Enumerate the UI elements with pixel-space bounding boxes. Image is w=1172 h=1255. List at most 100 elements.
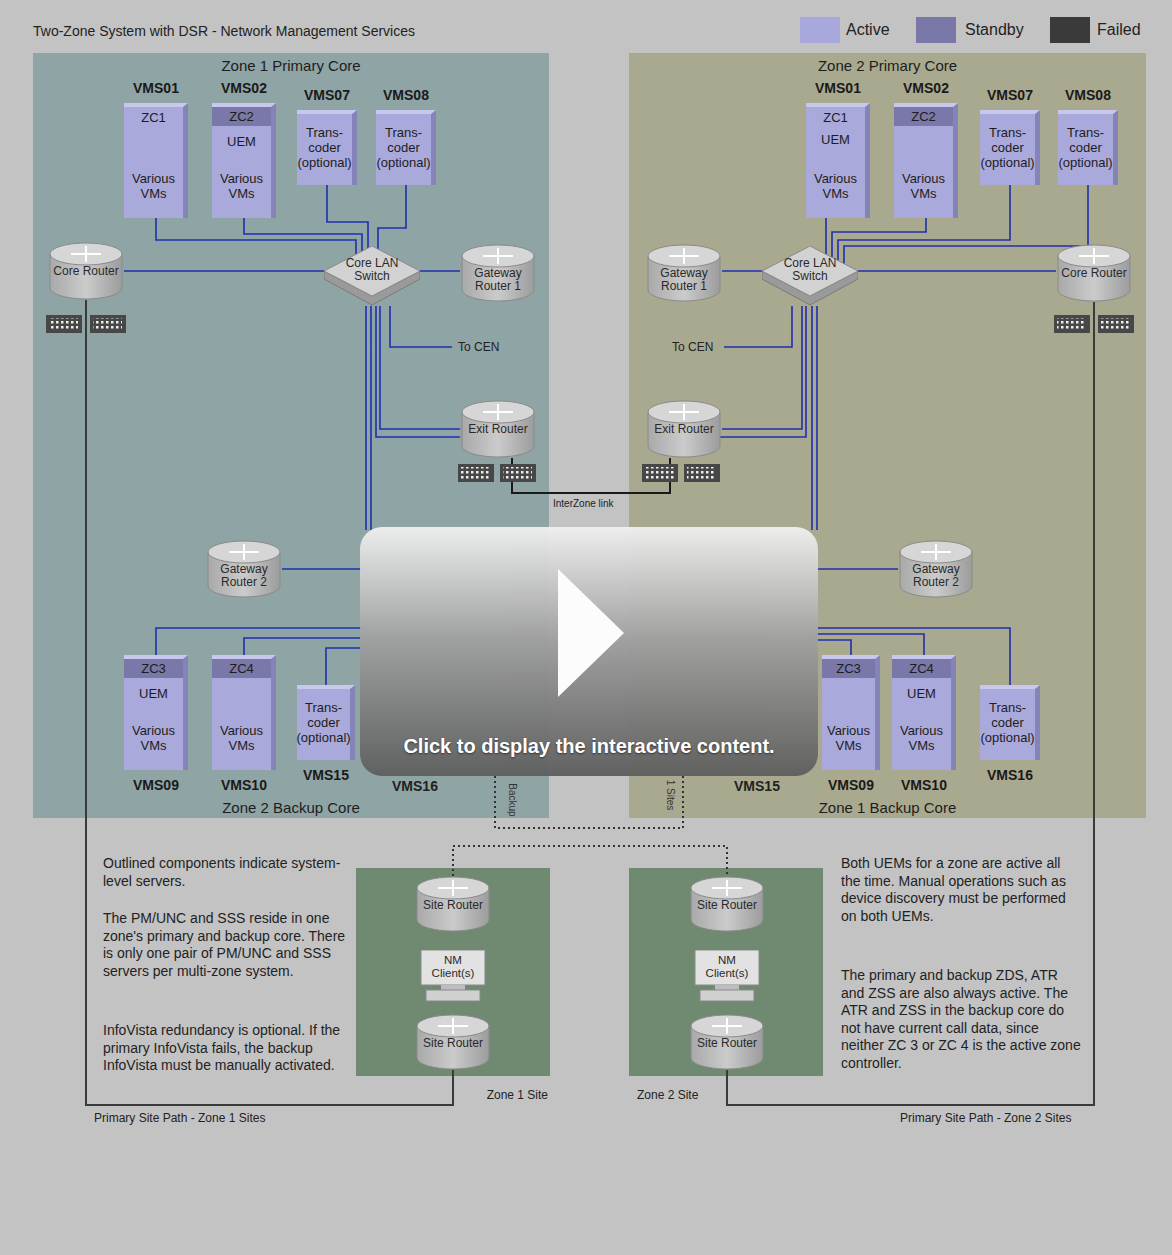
- connector: [244, 218, 362, 251]
- drawn-path: [921, 544, 951, 560]
- server-label: ZC4: [212, 659, 271, 678]
- server-label: UEM: [139, 686, 168, 701]
- legend-text: Failed: [1097, 21, 1141, 39]
- connector: [832, 218, 926, 258]
- drawn-rect: [700, 990, 754, 1001]
- server-face: Trans- coder (optional): [980, 685, 1040, 760]
- drawn-ellipse: [648, 401, 720, 423]
- drawn-ellipse: [648, 245, 720, 267]
- server-label: ZC4: [892, 659, 951, 678]
- label-text: To CEN: [672, 340, 713, 355]
- rtr-label: Gateway Router 2: [206, 563, 282, 589]
- rtr-label: Site Router: [689, 899, 765, 912]
- drawn-ellipse: [462, 245, 534, 267]
- drawn-rect: [426, 990, 480, 1001]
- server-label: ZC2: [212, 107, 271, 126]
- drawn-rect: [500, 464, 536, 482]
- connector: [124, 270, 324, 272]
- note-text: The PM/UNC and SSS reside in one zone's …: [103, 910, 353, 980]
- server-label: ZC1: [823, 110, 848, 125]
- drawn-ellipse: [1058, 245, 1130, 267]
- server-label: Various VMs: [808, 171, 863, 201]
- note-text: Outlined components indicate system-leve…: [103, 855, 353, 890]
- node-rtr: Site Router: [415, 1014, 491, 1070]
- drawn-rect: [715, 985, 739, 990]
- server-name: VMS10: [884, 776, 964, 794]
- drawn-rect: [356, 868, 550, 1076]
- label-text: Backup: [505, 783, 519, 816]
- rtr-label: Gateway Router 2: [898, 563, 974, 589]
- drawn-rect: [1098, 315, 1134, 333]
- connector: [156, 218, 356, 254]
- node-srv: VMS15 Trans- coder (optional): [289, 685, 363, 784]
- connector: [722, 306, 802, 429]
- server-face: ZC4Various VMs: [212, 655, 276, 770]
- overlay-text: Click to display the interactive content…: [360, 733, 818, 759]
- drawn-path: [1079, 248, 1109, 264]
- drawn-ellipse: [462, 401, 534, 423]
- drawn-path: [71, 246, 101, 262]
- label-text: VMS16: [390, 777, 440, 795]
- server-face: ZC1Various VMs: [124, 103, 188, 218]
- drawn-ellipse: [208, 541, 280, 563]
- drawn-path: [669, 404, 699, 420]
- drawn-rect: [1054, 315, 1090, 333]
- server-label: ZC3: [822, 659, 875, 678]
- drawn-path: [712, 880, 742, 896]
- server-face: Trans- coder (optional): [1058, 110, 1118, 185]
- drawn-ellipse: [417, 1015, 489, 1037]
- drawn-rect: [441, 985, 465, 990]
- pc-label: NM Client(s): [423, 954, 483, 980]
- legend-swatch: [800, 17, 840, 43]
- legend-text: Standby: [965, 21, 1024, 39]
- drawn-polygon: [324, 246, 420, 296]
- rtr-label: Site Router: [415, 1037, 491, 1050]
- server-label: Various VMs: [126, 171, 181, 201]
- panel-heading: Zone 1 Primary Core: [33, 57, 549, 75]
- server-name: VMS15: [289, 766, 363, 784]
- site-heading: Zone 2 Site: [637, 1088, 698, 1102]
- server-label: Various VMs: [894, 723, 949, 753]
- server-face: Trans- coder (optional): [980, 110, 1040, 185]
- node-rtr: Exit Router: [460, 400, 536, 458]
- note-text: InfoVista redundancy is optional. If the…: [103, 1022, 353, 1075]
- server-label: ZC1: [141, 110, 166, 125]
- server-face: ZC3Various VMs: [822, 655, 880, 770]
- edge-label: Primary Site Path - Zone 1 Sites: [92, 1111, 267, 1126]
- drawn-ellipse: [691, 1015, 763, 1037]
- node-pc: NM Client(s): [694, 950, 760, 1002]
- drawn-rect: [421, 950, 485, 985]
- label-text: 1 Sites: [663, 780, 677, 811]
- server-label: ZC3: [124, 659, 183, 678]
- server-name: VMS01: [798, 79, 878, 97]
- drawn-rect: [93, 318, 122, 330]
- sw-label: Core LAN Switch: [342, 257, 402, 283]
- drawn-polygon: [558, 569, 624, 697]
- server-name: VMS16: [972, 766, 1048, 784]
- rtr-label: Site Router: [689, 1037, 765, 1050]
- edge-label: Primary Site Path - Zone 2 Sites: [898, 1111, 1073, 1126]
- edge-label: InterZone link: [551, 497, 616, 510]
- server-label: Trans- coder (optional): [980, 125, 1034, 170]
- server-name: VMS09: [814, 776, 888, 794]
- drawn-polygon: [762, 246, 858, 296]
- drawn-rect: [1057, 318, 1086, 330]
- node-srv: VMS10ZC4UEMVarious VMs: [884, 655, 964, 794]
- connector: [844, 185, 1088, 264]
- drawn-ellipse: [50, 243, 122, 265]
- server-label: ZC2: [894, 107, 953, 126]
- drawn-path: [229, 544, 259, 560]
- server-label: Trans- coder (optional): [376, 125, 430, 170]
- server-label: Trans- coder (optional): [297, 125, 351, 170]
- connector: [858, 270, 1056, 272]
- legend-text: Active: [846, 21, 890, 39]
- node-rtr: Gateway Router 2: [898, 540, 974, 598]
- connector: [378, 185, 406, 249]
- server-face: Trans- coder (optional): [376, 110, 436, 185]
- server-label: Trans- coder (optional): [296, 700, 350, 745]
- node-srv: VMS02ZC2UEMVarious VMs: [204, 79, 284, 218]
- rtr-label: Core Router: [48, 265, 124, 278]
- connector: [380, 306, 460, 429]
- node-srv: VMS08Trans- coder (optional): [1050, 86, 1126, 185]
- rtr-label: Exit Router: [646, 423, 722, 436]
